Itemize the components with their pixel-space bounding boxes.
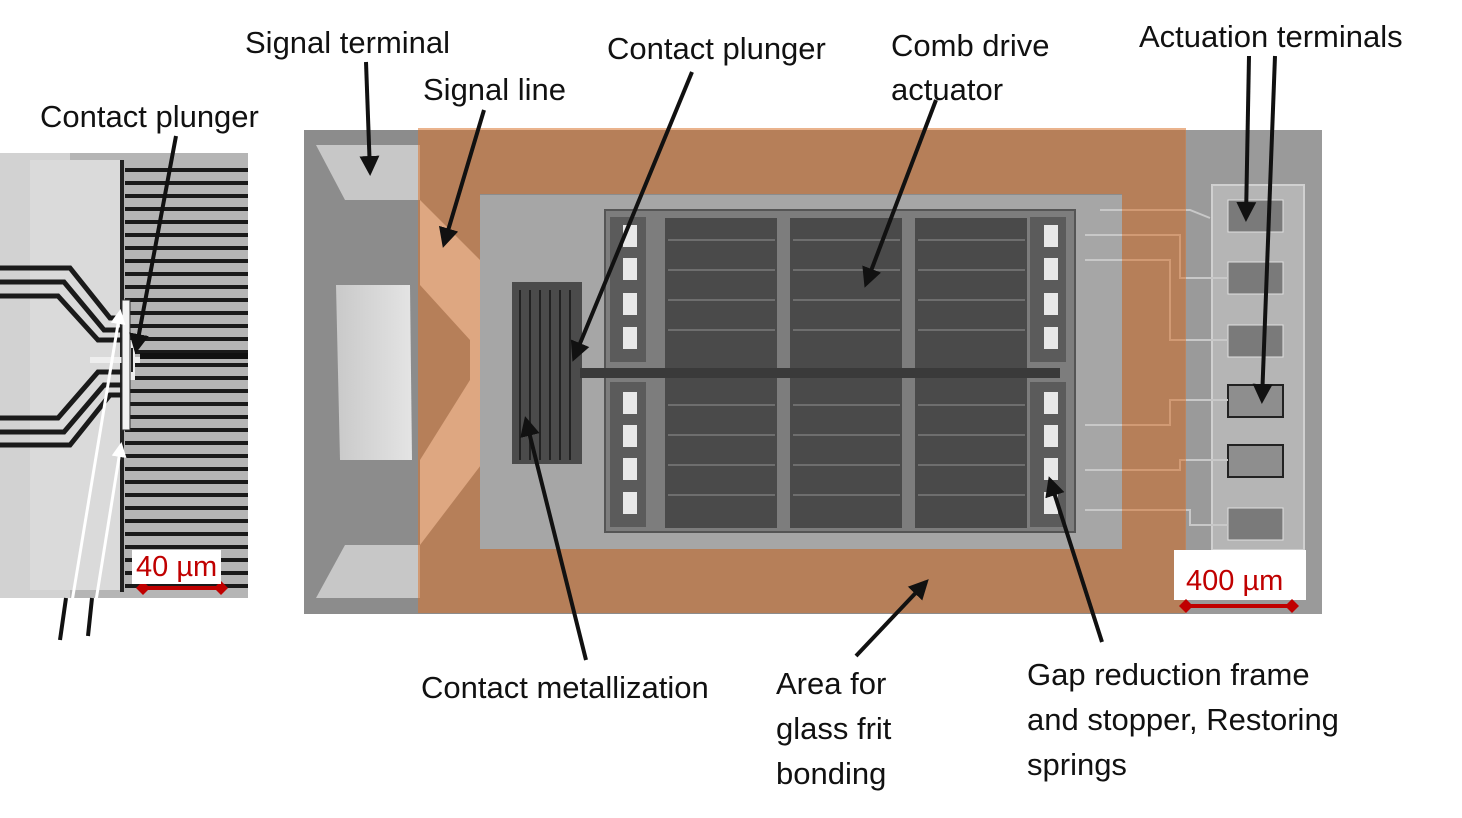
label-signal-line: Signal line [423, 72, 567, 107]
arrow-comb-drive [862, 99, 938, 288]
arrow-gap-reduction [1045, 476, 1104, 643]
scale-label-left: 40 µm [132, 550, 222, 584]
zoom-comb-fingers [125, 168, 248, 588]
arrow-signal-line [438, 109, 486, 248]
glass-frit-overlay [418, 128, 1186, 613]
arrow-glass-frit [854, 579, 929, 658]
zoom-sem-image [0, 153, 248, 641]
callout-arrows [129, 55, 1277, 661]
arrow-contact-plunger-top [570, 71, 694, 362]
scale-bar-left [136, 581, 228, 595]
scale-bar-right [1174, 550, 1306, 613]
label-comb-drive-actuator: Comb drive actuator [891, 28, 1050, 107]
label-glass-frit-area: Area for glass frit bonding [776, 666, 892, 791]
arrow-actuation-1 [1236, 55, 1257, 222]
arrow-actuation-2 [1252, 55, 1277, 404]
scale-label-right: 400 µm [1186, 565, 1284, 597]
arrow-contact-metallization [520, 416, 588, 661]
label-contact-plunger-left: Contact plunger [40, 99, 259, 134]
label-signal-terminal: Signal terminal [245, 25, 451, 60]
label-contact-plunger-top: Contact plunger [607, 31, 826, 66]
arrow-contact-plunger-left [129, 135, 178, 354]
label-actuation-terminals: Actuation terminals [1139, 19, 1403, 54]
label-contact-metallization: Contact metallization [421, 670, 709, 705]
label-gap-reduction: Gap reduction frame and stopper, Restori… [1027, 657, 1339, 782]
arrow-signal-terminal [359, 61, 380, 176]
